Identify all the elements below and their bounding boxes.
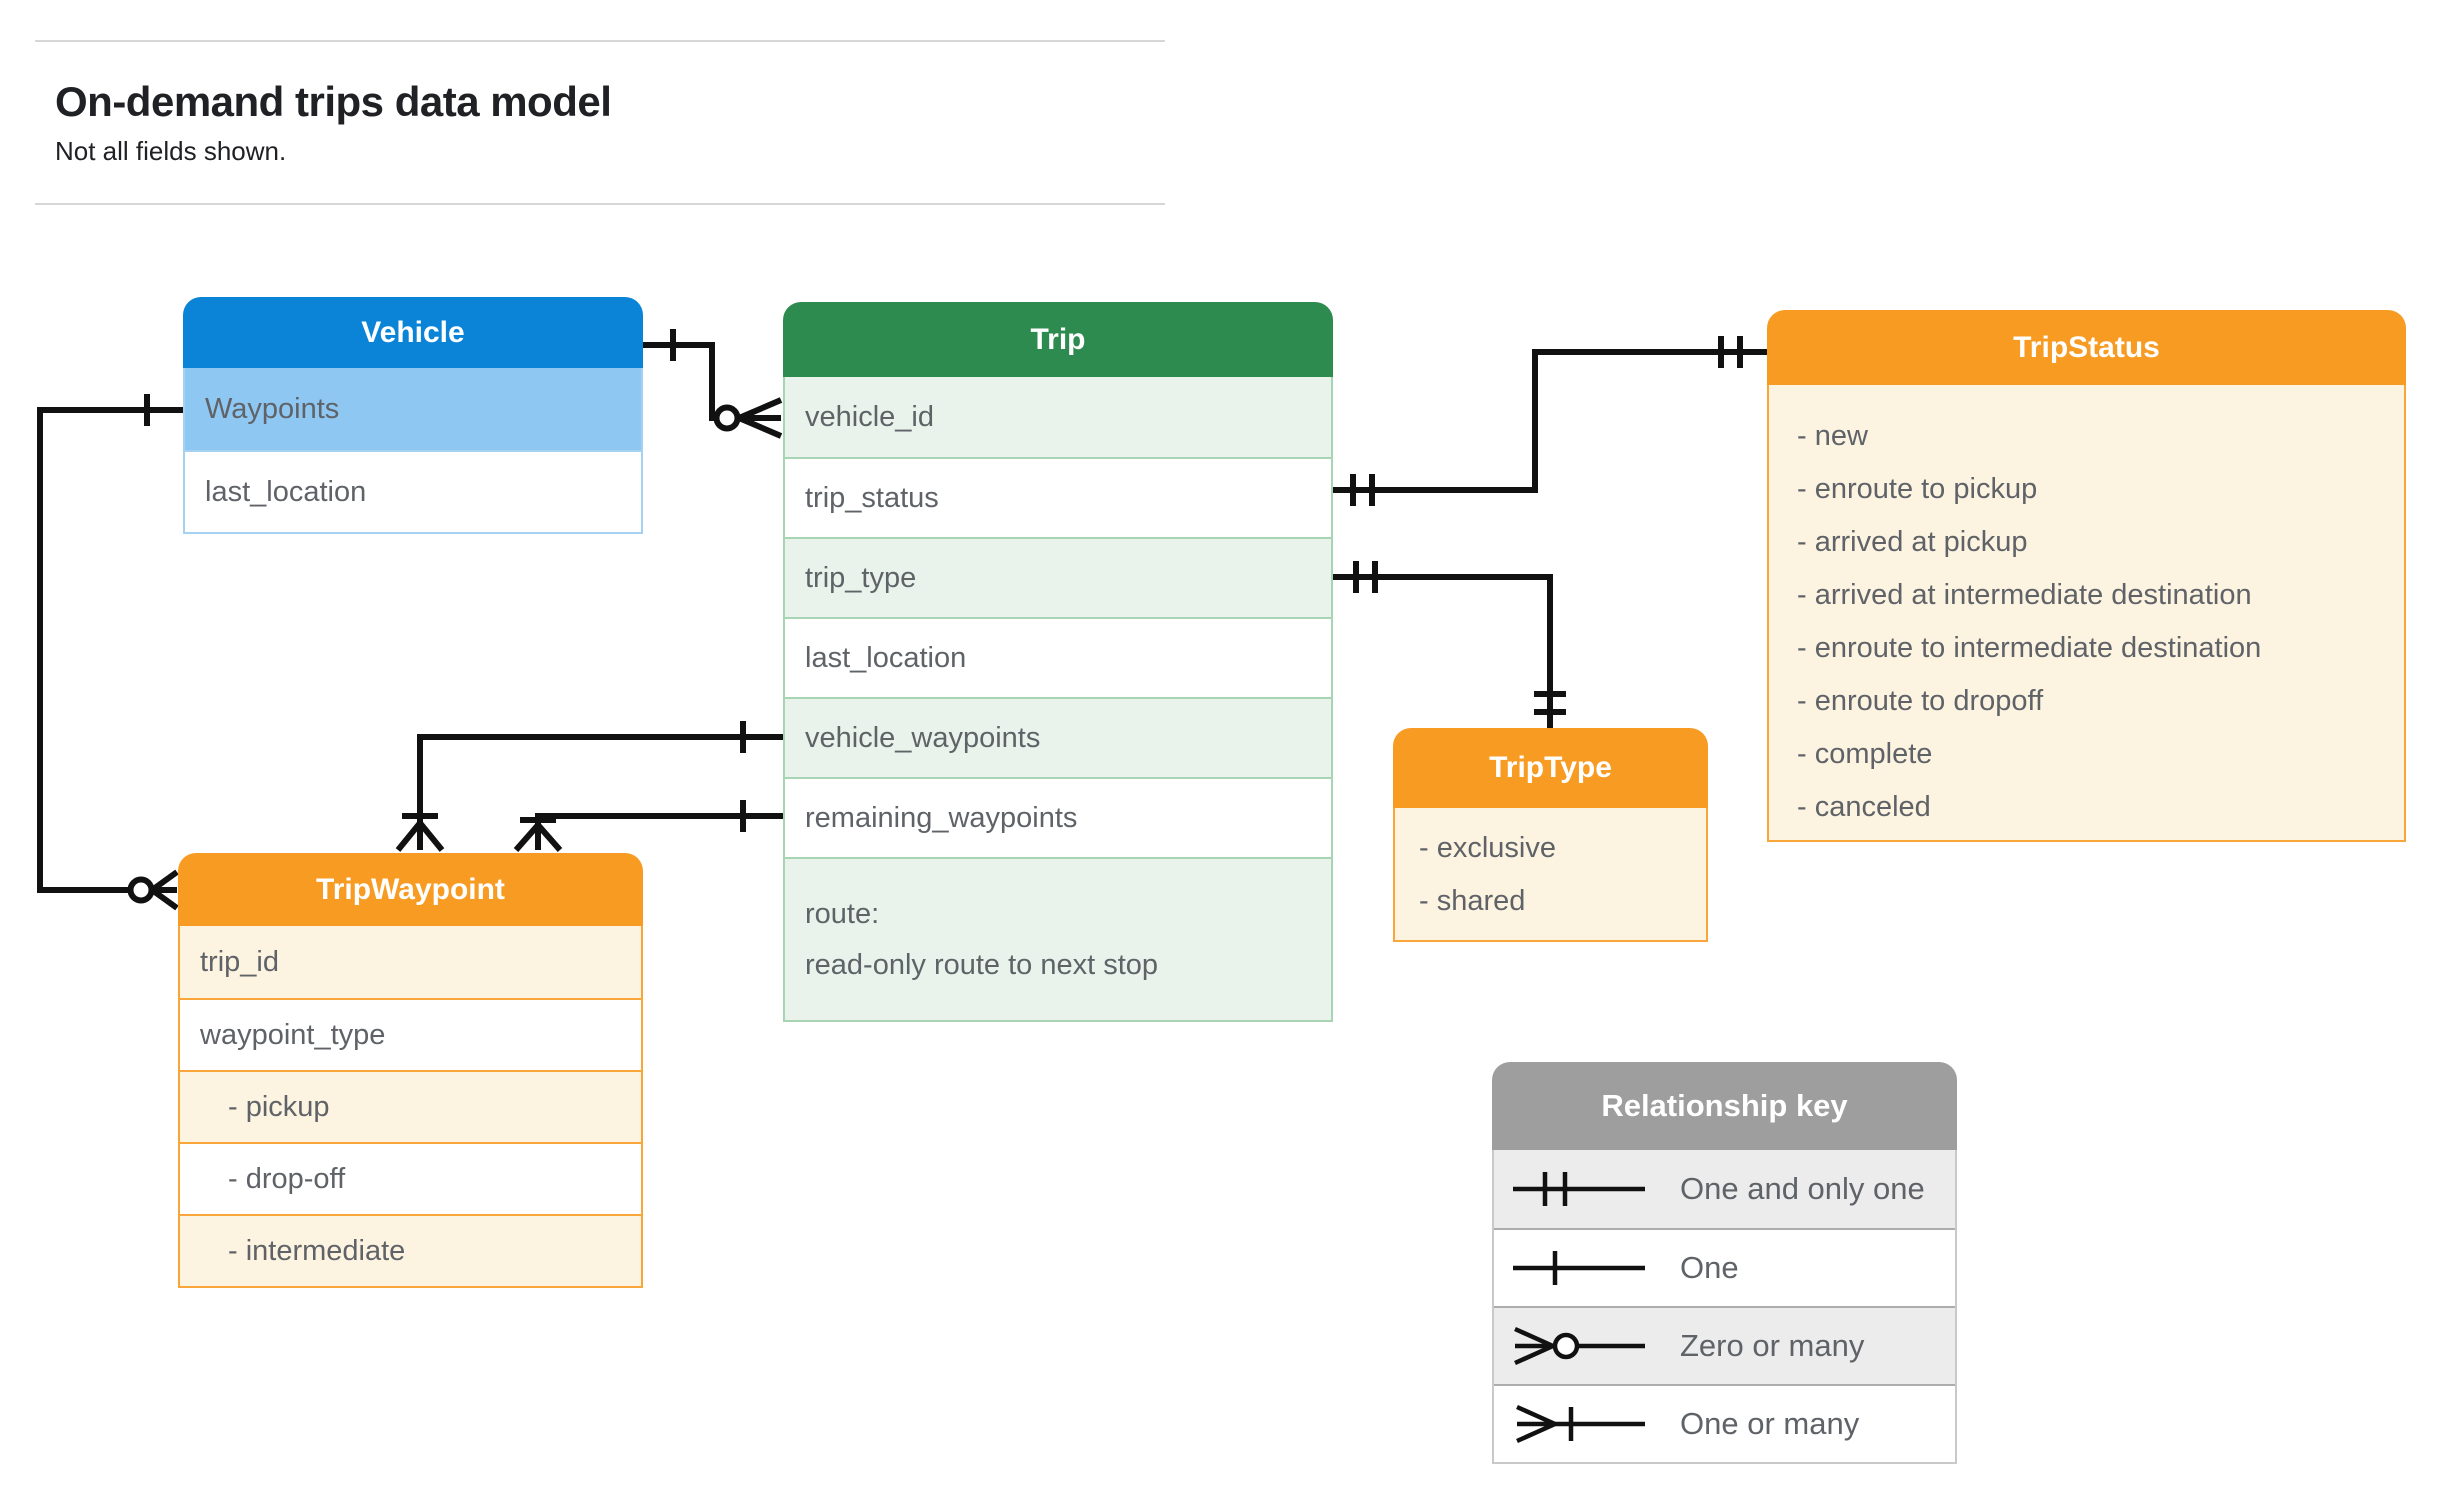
field-vehicle-waypoints: vehicle_waypoints [785,697,1331,777]
connector-triptype [1333,561,1566,728]
crow-foot [737,397,783,439]
entity-tripwaypoint: TripWaypoint trip_id waypoint_type - pic… [178,853,643,1288]
page-title: On-demand trips data model [55,78,612,125]
connector-remaining-waypoints-tripwaypoint [513,800,783,852]
waypoint-type-drop-off: - drop-off [180,1142,641,1214]
field-trip-id: trip_id [180,926,641,998]
one-or-many-icon [1516,1404,1645,1444]
zero-circle [127,876,155,904]
status-enroute-to-intermediate-destination: - enroute to intermediate destination [1797,632,2262,664]
page-subtitle: Not all fields shown. [55,136,287,166]
connector-vehicle-waypoints-tripwaypoint [395,721,783,852]
field-vehicle-id: vehicle_id [785,377,1331,457]
legend-row-zero-or-many: Zero or many [1494,1306,1955,1384]
double-tick [1353,561,1378,593]
top-divider [35,40,1165,42]
legend-label: Zero or many [1680,1328,1865,1363]
entity-vehicle-title: Vehicle [183,297,643,368]
zero-or-many-icon [1514,1326,1645,1366]
relationship-key-title: Relationship key [1492,1062,1957,1150]
waypoint-type-pickup: - pickup [180,1070,641,1142]
field-last-location: last_location [785,617,1331,697]
field-remaining-waypoints: remaining_waypoints [785,777,1331,857]
entity-tripwaypoint-title: TripWaypoint [178,853,643,926]
relationship-key: Relationship key One and only one One [1492,1062,1957,1464]
crow-foot [395,821,445,852]
status-enroute-to-dropoff: - enroute to dropoff [1797,685,2044,717]
field-trip-status: trip_status [785,457,1331,537]
status-complete: - complete [1797,738,1933,770]
field-last-location: last_location [185,450,641,532]
field-waypoint-type: waypoint_type [180,998,641,1070]
route-label: route: [805,897,880,930]
entity-tripstatus: TripStatus - new - enroute to pickup - a… [1767,310,2406,842]
crow-foot [513,823,563,852]
field-route: route: read-only route to next stop [785,857,1331,1020]
field-waypoints: Waypoints [185,368,641,450]
status-arrived-at-pickup: - arrived at pickup [1797,526,2028,558]
double-tick [1350,474,1375,506]
connector-tripstatus [1333,336,1767,506]
entity-trip-title: Trip [783,302,1333,377]
status-canceled: - canceled [1797,791,1931,823]
entity-tripstatus-title: TripStatus [1767,310,2406,385]
legend-label: One [1680,1250,1739,1285]
double-tick [1718,336,1743,368]
one-and-only-one-icon [1513,1172,1645,1206]
waypoint-type-intermediate: - intermediate [180,1214,641,1286]
connector-vehicle-trip [643,329,783,439]
one-icon [1513,1251,1645,1285]
field-trip-type: trip_type [785,537,1331,617]
crow-foot [150,869,179,911]
type-shared: - shared [1419,885,1526,917]
double-tick [1534,691,1566,715]
status-enroute-to-pickup: - enroute to pickup [1797,473,2038,505]
entity-triptype-title: TripType [1393,728,1708,808]
entity-triptype: TripType - exclusive - shared [1393,728,1708,942]
status-new: - new [1797,420,1868,452]
type-exclusive: - exclusive [1419,832,1556,864]
legend-row-one-or-many: One or many [1494,1384,1955,1462]
entity-vehicle: Vehicle Waypoints last_location [183,297,643,534]
title-divider [35,203,1165,205]
legend-row-one: One [1494,1228,1955,1306]
route-description: read-only route to next stop [805,948,1159,981]
legend-label: One and only one [1680,1171,1925,1206]
status-arrived-at-intermediate-destination: - arrived at intermediate destination [1797,579,2252,611]
zero-circle [713,404,741,432]
legend-row-one-and-only-one: One and only one [1494,1150,1955,1228]
entity-trip: Trip vehicle_id trip_status trip_type la… [783,302,1333,1022]
legend-label: One or many [1680,1406,1860,1441]
connector-waypoints-tripwaypoint [37,394,183,911]
